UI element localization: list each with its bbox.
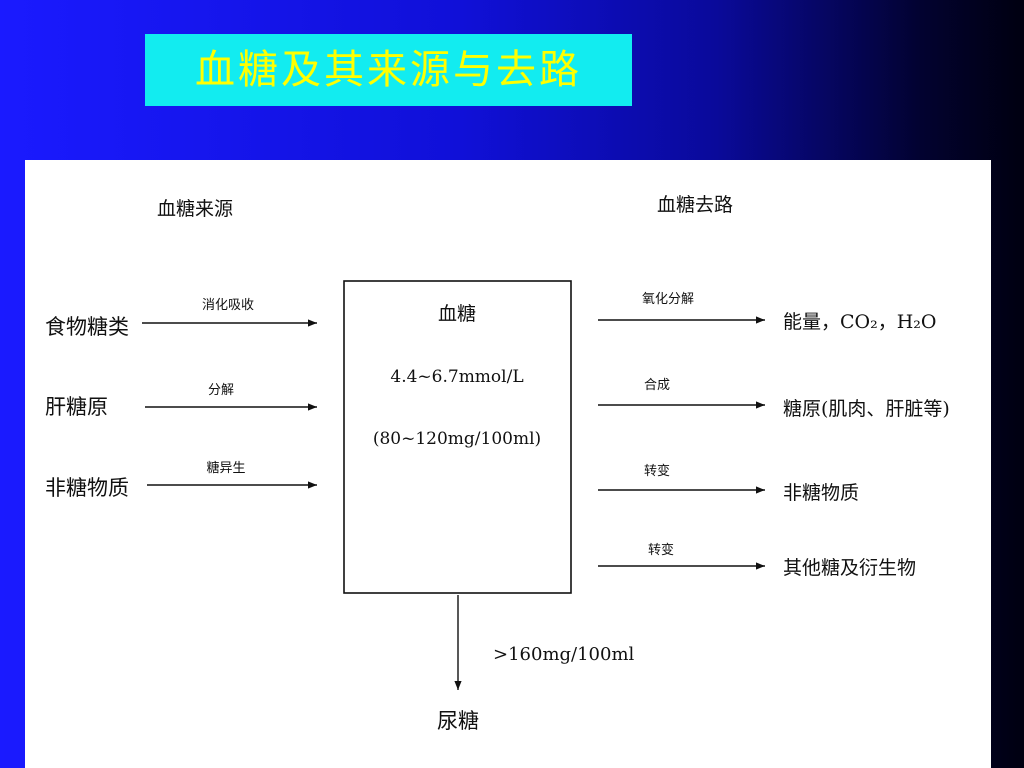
blood-sugar-range-mmol: 4.4~6.7mmol/L	[390, 367, 523, 387]
dest-process-synthesis: 合成	[644, 378, 670, 393]
blood-sugar-diagram: 血糖来源 血糖去路 血糖 4.4~6.7mmol/L (80~120mg/100…	[45, 194, 950, 733]
blood-sugar-range-mg: (80~120mg/100ml)	[373, 429, 541, 449]
dest-name-glycogen: 糖原(肌肉、肝脏等)	[783, 398, 950, 420]
source-name-non-sugar: 非糖物质	[45, 476, 129, 500]
dest-name-energy: 能量，CO₂，H₂O	[783, 311, 937, 333]
source-process-breakdown: 分解	[208, 383, 234, 398]
dest-name-non-sugar: 非糖物质	[783, 482, 859, 504]
excretion-condition: >160mg/100ml	[493, 644, 635, 665]
dest-process-conversion-1: 转变	[644, 463, 670, 479]
blood-sugar-box	[343, 280, 572, 594]
sources-heading: 血糖来源	[157, 198, 233, 220]
slide-title: 血糖及其来源与去路	[145, 34, 632, 106]
diagram-panel: 血糖来源 血糖去路 血糖 4.4~6.7mmol/L (80~120mg/100…	[25, 160, 991, 768]
source-name-liver-glycogen: 肝糖原	[45, 395, 108, 419]
dest-process-oxidation: 氧化分解	[642, 292, 694, 307]
dest-process-conversion-2: 转变	[648, 542, 674, 558]
source-process-gluconeogenesis: 糖异生	[206, 460, 245, 476]
excretion-urine-sugar: 尿糖	[437, 709, 479, 733]
destinations-heading: 血糖去路	[657, 194, 733, 216]
blood-sugar-label: 血糖	[438, 303, 476, 325]
source-process-digestion: 消化吸收	[202, 298, 254, 313]
dest-name-other-sugars: 其他糖及衍生物	[783, 557, 916, 579]
source-name-food-sugars: 食物糖类	[45, 315, 129, 339]
